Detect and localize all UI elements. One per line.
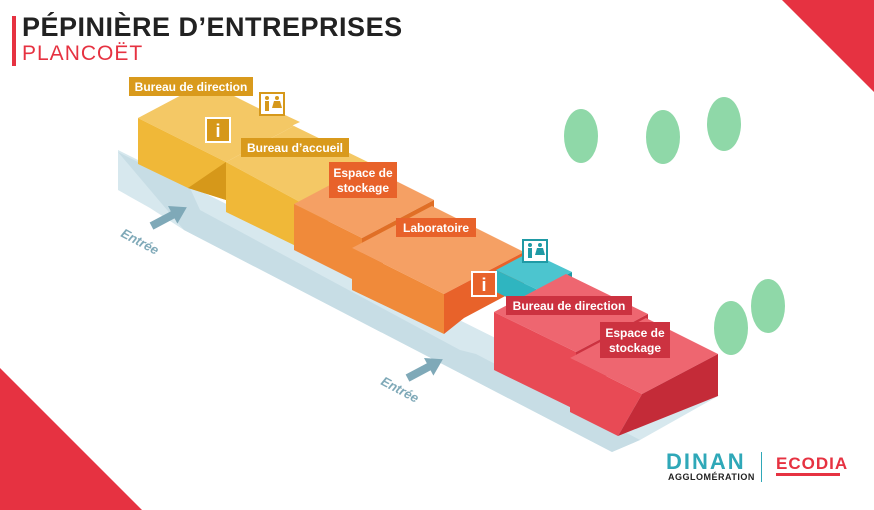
room-left-face: [352, 248, 444, 334]
label-text: Laboratoire: [403, 221, 469, 235]
entrance-label: Entrée: [119, 225, 162, 257]
ecodia-logo-underline: [776, 473, 840, 476]
restroom-body: [528, 248, 532, 258]
label-text: stockage: [337, 181, 389, 195]
restroom-head: [265, 96, 269, 100]
room-label-laboratoire: Laboratoire: [396, 218, 476, 237]
ecodia-logo: ECODIA: [776, 454, 849, 473]
room-right-face: [618, 354, 718, 436]
room-left-face: [494, 312, 576, 410]
restroom-body: [272, 101, 282, 108]
title-accent-bar: [12, 16, 16, 66]
label-text: Bureau de direction: [135, 80, 248, 94]
arrow-shaft: [149, 210, 177, 230]
dinan-logo: DINAN: [666, 449, 746, 474]
restroom-icon: [522, 239, 548, 263]
arrow-head: [168, 205, 187, 224]
restroom-head: [275, 96, 279, 100]
corner-triangle-bottom-left: [0, 368, 142, 510]
room-label-espace-stockage-2: Espace de stockage: [600, 322, 670, 358]
restroom-icon: [259, 92, 285, 116]
room-left-face: [294, 204, 362, 284]
corner-triangle-top-right: [782, 0, 874, 92]
label-box: [506, 296, 632, 315]
info-icon-glyph: i: [481, 275, 486, 295]
tree-group: [564, 97, 785, 355]
room-top: [496, 252, 572, 290]
label-box: [396, 218, 476, 237]
room-right-face: [188, 162, 226, 200]
label-text: Bureau de direction: [513, 299, 626, 313]
room-label-bureau-direction-2: Bureau de direction: [506, 296, 632, 315]
restroom-head: [528, 243, 532, 247]
entrance-arrow-2: [405, 357, 443, 382]
restroom-head: [538, 243, 542, 247]
arrow-shaft: [405, 362, 433, 382]
label-text: Bureau d’accueil: [247, 141, 343, 155]
tree: [707, 97, 741, 151]
page-title: PÉPINIÈRE D’ENTREPRISES: [22, 12, 403, 42]
label-text: stockage: [609, 341, 661, 355]
page-subtitle: PLANCOËT: [22, 42, 144, 65]
tree: [751, 279, 785, 333]
label-box: [129, 77, 253, 96]
room-left-face: [570, 358, 642, 436]
info-icon-box: [205, 117, 231, 143]
label-box: [329, 162, 397, 198]
entrance-arrow-1: [149, 205, 187, 230]
dinan-logo-subtitle: AGGLOMÉRATION: [668, 472, 755, 482]
tree: [646, 110, 680, 164]
label-box: [241, 138, 349, 157]
tree: [714, 301, 748, 355]
room-label-bureau-accueil: Bureau d’accueil: [241, 138, 349, 157]
label-text: Espace de: [333, 166, 393, 180]
room-step: [244, 108, 300, 134]
info-icon: i: [205, 117, 231, 143]
logo-separator: [761, 452, 762, 482]
room-top: [294, 166, 434, 238]
info-icon-box: [471, 271, 497, 297]
restroom-body: [535, 248, 545, 255]
restroom-body: [265, 101, 269, 111]
room-label-bureau-direction-1: Bureau de direction: [129, 77, 253, 96]
label-text: Espace de: [605, 326, 665, 340]
room-label-espace-stockage-1: Espace de stockage: [329, 162, 397, 198]
label-box: [600, 322, 670, 358]
info-icon: i: [471, 271, 497, 297]
tree: [564, 109, 598, 163]
arrow-head: [424, 357, 443, 376]
room-left-face: [226, 162, 300, 248]
info-icon-glyph: i: [215, 121, 220, 141]
